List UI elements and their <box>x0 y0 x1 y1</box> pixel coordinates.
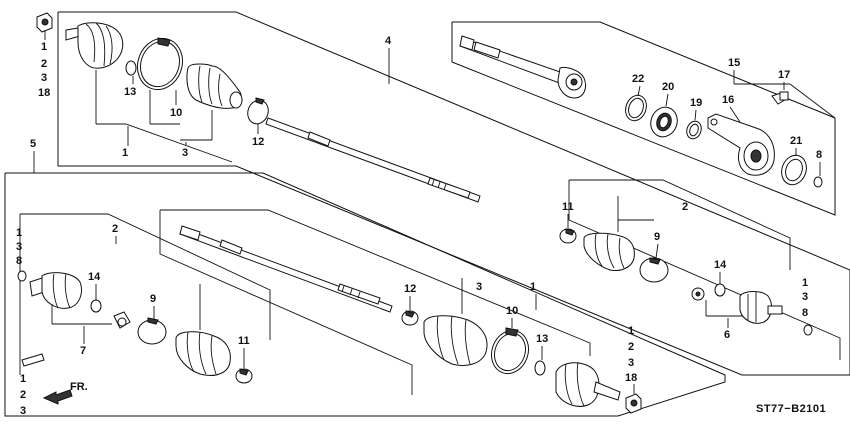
callout-14-right: 14 <box>714 259 727 271</box>
snap-ring-14-left-icon <box>90 299 102 313</box>
callout-3-bottom-left: 3 <box>20 405 26 417</box>
callout-1-bottom-left: 1 <box>20 373 26 385</box>
callout-1-top: 1 <box>41 41 47 53</box>
callout-7: 7 <box>80 345 86 357</box>
outer-cv-joint-upper-icon <box>65 22 124 69</box>
frame-intermediate-shaft <box>451 21 836 216</box>
cv-boot-middle-icon <box>423 315 488 366</box>
boot-band-small-middle-icon <box>401 310 419 326</box>
boot-band-large-left-icon <box>137 317 167 345</box>
callout-11-left: 11 <box>238 335 250 347</box>
snap-ring-upper-icon <box>125 60 137 76</box>
cv-boot-left-icon <box>175 331 231 376</box>
callout-2-bottom-left: 2 <box>20 389 26 401</box>
frame-right-joint-group <box>568 179 841 360</box>
cv-boot-right-icon <box>583 232 635 271</box>
boot-band-large-middle-icon <box>490 327 530 375</box>
callout-8-right: 8 <box>802 307 808 319</box>
snap-ring-13-middle-icon <box>534 360 546 376</box>
callout-4: 4 <box>385 35 392 47</box>
callout-9-left: 9 <box>150 293 156 305</box>
inner-cv-joint-left-icon <box>29 272 82 309</box>
boot-band-large-right-icon <box>639 257 669 283</box>
tripod-joint-right-icon <box>691 287 705 301</box>
snap-ring-19-icon <box>686 120 702 140</box>
boot-band-small-upper-icon <box>247 97 269 125</box>
callout-12-middle: 12 <box>404 283 416 295</box>
callout-11-right: 11 <box>562 201 574 213</box>
intermediate-shaft-icon <box>459 35 587 99</box>
callout-1-upper: 1 <box>122 147 128 159</box>
callout-8-left: 8 <box>16 255 22 267</box>
callout-1-bottom-right: 1 <box>628 325 634 337</box>
cv-boot-upper-icon <box>186 63 243 109</box>
callout-14-left: 14 <box>88 271 101 283</box>
callout-8-right-top: 8 <box>816 149 822 161</box>
nut-top-left-icon <box>36 12 53 33</box>
callout-3-middle: 3 <box>476 281 482 293</box>
callout-2-left: 2 <box>112 223 118 235</box>
nut-bottom-right-icon <box>625 393 642 414</box>
callout-1-left: 1 <box>16 227 22 239</box>
callout-6: 6 <box>724 329 730 341</box>
frame-upper-assembly <box>57 11 850 376</box>
frame-left-joint-group <box>19 213 271 375</box>
callout-13-middle: 13 <box>536 333 548 345</box>
frame-middle-shaft-group <box>159 209 591 395</box>
callout-15: 15 <box>728 57 740 69</box>
callout-10-upper: 10 <box>170 107 182 119</box>
boot-band-small-left-icon <box>235 368 253 384</box>
callout-20: 20 <box>662 81 674 93</box>
callout-19: 19 <box>690 97 702 109</box>
tripod-joint-left-icon <box>113 311 131 329</box>
axle-shaft-upper-icon <box>265 117 481 203</box>
callout-1-right: 1 <box>802 277 808 289</box>
callout-3-upper: 3 <box>182 147 188 159</box>
callout-3-top: 3 <box>41 72 47 84</box>
boot-band-small-right-icon <box>559 228 577 244</box>
clip-8-right-icon <box>813 176 823 188</box>
callout-2-bottom-right: 2 <box>628 341 634 353</box>
diagram-code: ST77−B2101 <box>756 403 826 415</box>
callout-12-upper: 12 <box>252 136 264 148</box>
callout-1-middle: 1 <box>530 281 536 293</box>
frame-lower-assembly <box>4 172 726 417</box>
outer-cv-joint-lower-icon <box>555 361 621 407</box>
seal-21-icon <box>781 154 807 186</box>
callout-18-top: 18 <box>38 87 50 99</box>
callout-17: 17 <box>778 69 790 81</box>
callout-13-upper: 13 <box>124 86 136 98</box>
callout-5: 5 <box>30 138 36 150</box>
callout-16: 16 <box>722 94 734 106</box>
callout-3-right: 3 <box>802 291 808 303</box>
damper-weight-icon <box>21 353 45 367</box>
front-arrow-icon: FR. <box>42 381 88 405</box>
callout-2-top: 2 <box>41 58 47 70</box>
callout-3-bottom-right: 3 <box>628 357 634 369</box>
clip-8-right-lower-icon <box>803 324 813 336</box>
snap-ring-22-icon <box>625 94 647 122</box>
inner-cv-joint-right-icon <box>739 291 783 324</box>
callout-9-right: 9 <box>654 231 660 243</box>
callout-3-left: 3 <box>16 241 22 253</box>
snap-ring-14-right-icon <box>714 283 726 297</box>
axle-shaft-lower-icon <box>179 225 393 313</box>
boot-band-large-upper-icon <box>136 37 184 91</box>
callout-22: 22 <box>632 73 644 85</box>
support-bracket-16-icon <box>707 113 775 176</box>
callout-18-bottom-right: 18 <box>625 372 637 384</box>
callout-21: 21 <box>790 135 802 147</box>
bearing-20-icon <box>650 106 678 138</box>
bolt-17-icon <box>771 91 789 105</box>
callout-10-middle: 10 <box>506 305 518 317</box>
clip-8-left-icon <box>17 270 27 282</box>
callout-2-right: 2 <box>682 201 688 213</box>
front-arrow-label: FR. <box>70 381 88 393</box>
